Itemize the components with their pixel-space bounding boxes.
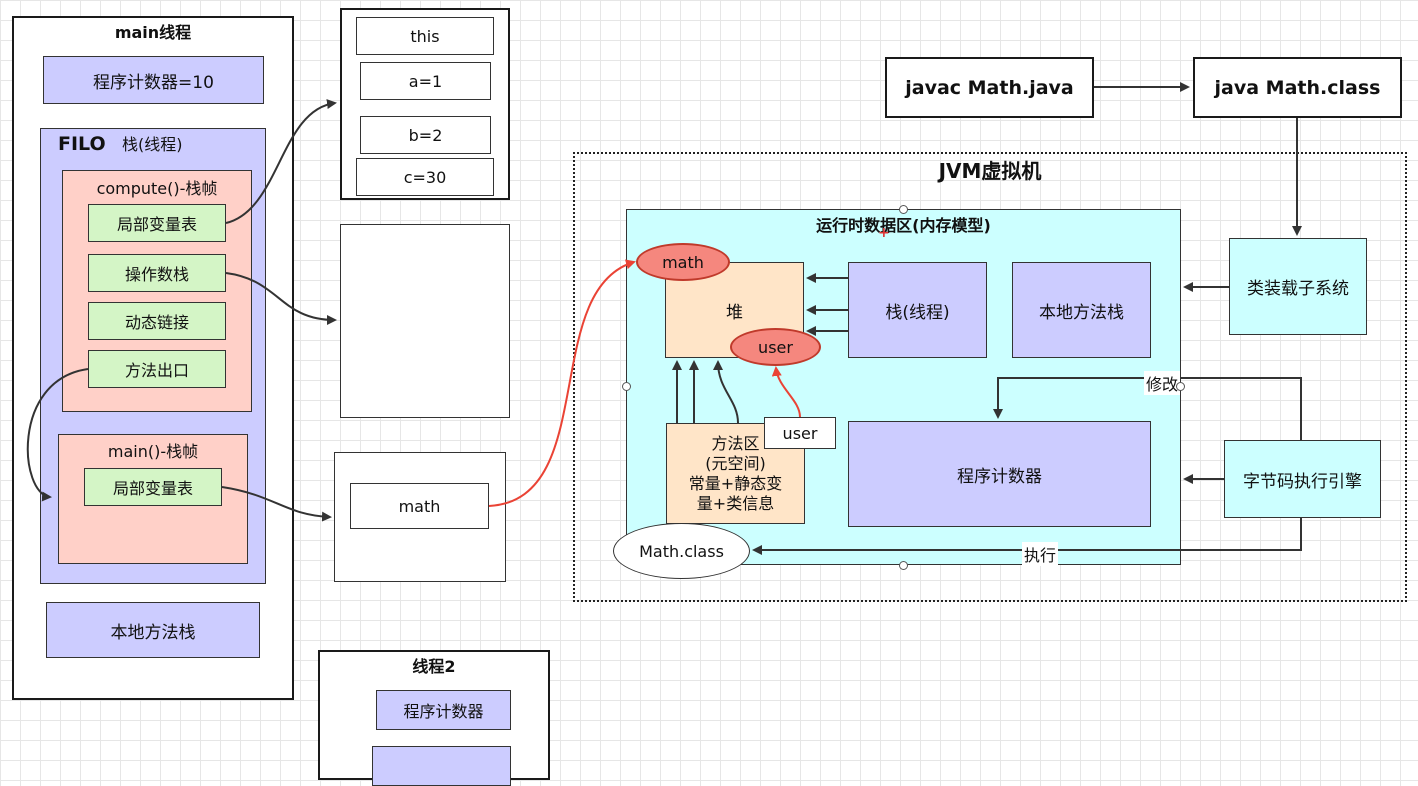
jvm-title: JVM虚拟机: [938, 159, 1042, 183]
jvm-native-stack-box: 本地方法栈: [1012, 262, 1151, 358]
arrow-method-exit: [26, 368, 89, 502]
main-local-math: math: [350, 483, 489, 529]
jvm-container: [573, 152, 1407, 602]
arrow-main-local: [221, 486, 332, 522]
javac-box: javac Math.java: [885, 57, 1094, 118]
compute-operand-stack: 操作数栈: [88, 254, 226, 292]
main-thread-title: main线程: [114, 23, 192, 42]
arrow-local-vars: [225, 99, 337, 224]
connector-layer: [26, 82, 1302, 555]
compute-method-exit: 方法出口: [88, 350, 226, 388]
thread2-program-counter: 程序计数器: [376, 690, 511, 730]
compute-dynamic-link: 动态链接: [88, 302, 226, 340]
heap-object-math: math: [636, 243, 730, 281]
main-local-var-table: 局部变量表: [84, 468, 222, 506]
main-program-counter: 程序计数器=10: [43, 56, 264, 104]
thread2-title: 线程2: [412, 657, 456, 676]
jvm-program-counter: 程序计数器: [848, 421, 1151, 527]
bytecode-execution-engine: 字节码执行引擎: [1224, 440, 1381, 518]
local-var-this: this: [356, 17, 494, 55]
compute-local-var-table: 局部变量表: [88, 204, 226, 242]
method-area-box: 方法区 (元空间) 常量+静态变 量+类信息: [666, 423, 805, 524]
selection-handle-bottom[interactable]: [899, 561, 908, 570]
operand-stack-container: [340, 224, 510, 418]
heap-object-user: user: [730, 328, 821, 366]
selection-handle-left[interactable]: [622, 382, 631, 391]
cursor-crosshair-icon: +: [878, 225, 890, 241]
main-native-method-stack: 本地方法栈: [46, 602, 260, 658]
selection-handle-top[interactable]: [899, 205, 908, 214]
arrow-user-reference: [771, 366, 801, 418]
selection-handle-right[interactable]: [1176, 382, 1185, 391]
arrow-math-reference: [488, 259, 636, 507]
arrow-execute: [752, 518, 1302, 555]
method-area-user-tag: user: [764, 417, 836, 449]
method-area-line-3: 常量+静态变: [688, 473, 783, 493]
edge-label-modify: 修改: [1144, 371, 1181, 395]
edge-label-execute: 执行: [1022, 542, 1059, 566]
class-loader-subsystem: 类装载子系统: [1229, 238, 1367, 335]
method-area-line-1: 方法区: [711, 433, 760, 453]
math-class-ellipse: Math.class: [613, 523, 750, 579]
method-area-line-4: 量+类信息: [696, 493, 775, 513]
java-run-box: java Math.class: [1193, 57, 1402, 118]
jvm-stack-box: 栈(线程): [848, 262, 987, 358]
local-var-a: a=1: [360, 62, 491, 100]
main-frame-title: main()-栈帧: [107, 442, 199, 461]
method-area-line-2: (元空间): [705, 453, 766, 473]
filo-label: FILO: [58, 133, 106, 155]
stack-thread-label: 栈(线程): [122, 135, 183, 154]
local-var-c: c=30: [356, 158, 494, 196]
local-var-b: b=2: [360, 116, 491, 154]
compute-frame-title: compute()-栈帧: [96, 179, 218, 198]
arrow-operand-stack: [225, 272, 337, 325]
arrow-method-heap-3: [713, 360, 739, 424]
runtime-data-area-title: 运行时数据区(内存模型): [816, 216, 991, 235]
